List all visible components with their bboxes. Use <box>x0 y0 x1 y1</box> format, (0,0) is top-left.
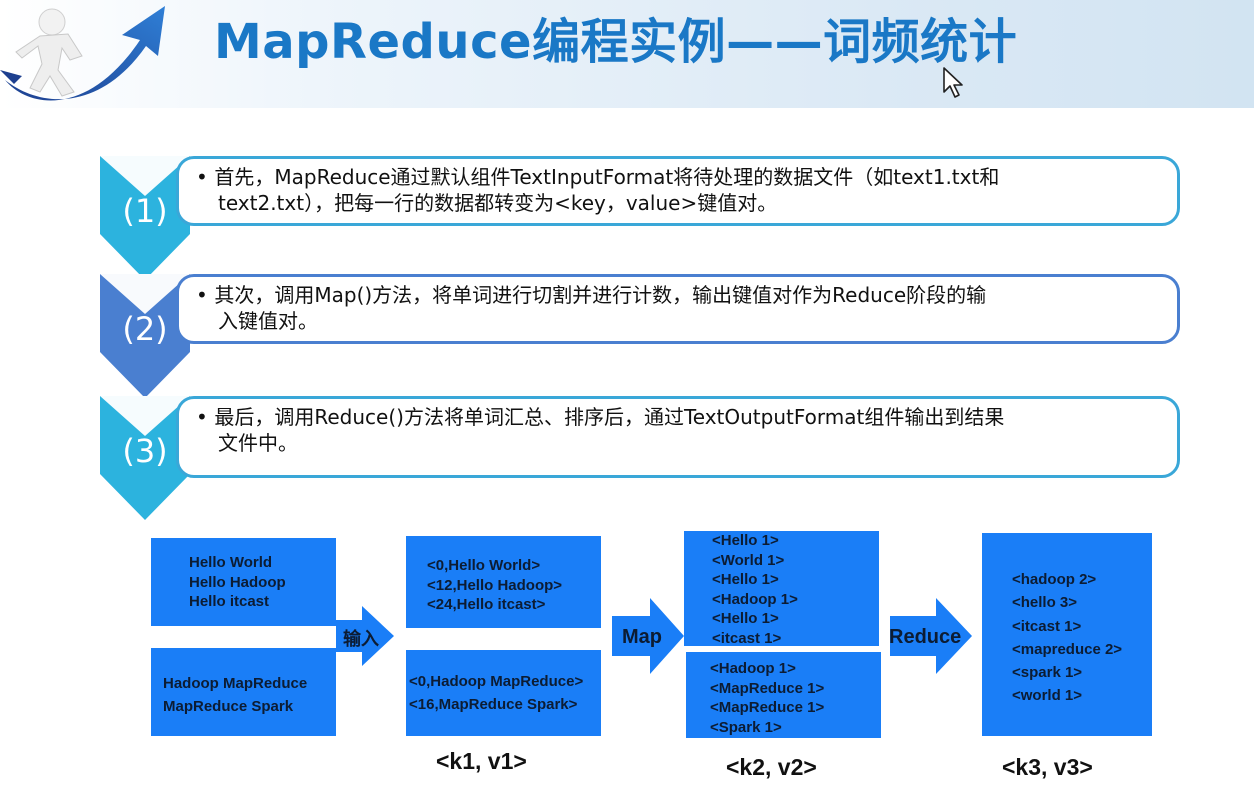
kv1-line: <0,Hadoop MapReduce> <box>409 673 584 690</box>
kv1-line: <12,Hello Hadoop> <box>427 576 563 594</box>
input-line: Hadoop MapReduce <box>163 675 308 692</box>
step-2: (2) • 其次，调用Map()方法，将单词进行切割并进行计数，输出键值对作为R… <box>100 274 1190 398</box>
step-3-box <box>176 396 1180 478</box>
input-box-text1: Hello World Hello Hadoop Hello itcast <box>151 538 336 626</box>
page-title: MapReduce编程实例——词频统计 <box>214 14 1018 70</box>
kv3-line: <hadoop 2> <box>1012 571 1097 588</box>
header-band <box>0 0 1254 108</box>
step-1-line-2: text2.txt），把每一行的数据都转变为<key，value>键值对。 <box>218 191 778 215</box>
kv3-line: <mapreduce 2> <box>1012 640 1123 658</box>
step-2-box <box>176 274 1180 344</box>
step-3-text: • 最后，调用Reduce()方法将单词汇总、排序后，通过TextOutputF… <box>196 405 1005 455</box>
map-arrow-label: Map <box>622 626 662 648</box>
kv2-box-bottom: <Hadoop 1> <MapReduce 1> <MapReduce 1> <… <box>686 652 881 738</box>
step-1-chevron <box>100 156 190 280</box>
kv3-line: <hello 3> <box>1012 594 1078 612</box>
kv1-line: <0,Hello World> <box>427 557 541 574</box>
kv1-box-bottom: <0,Hadoop MapReduce> <16,MapReduce Spark… <box>406 650 601 736</box>
kv1-box-top: <0,Hello World> <12,Hello Hadoop> <24,He… <box>406 536 601 628</box>
kv2-line: <Hadoop 1> <box>710 660 796 677</box>
kv1-line: <24,Hello itcast> <box>427 596 546 613</box>
input-arrow <box>336 606 394 666</box>
step-3-line-1: 最后，调用Reduce()方法将单词汇总、排序后，通过TextOutputFor… <box>214 405 1005 429</box>
kv3-line: <spark 1> <box>1012 664 1083 682</box>
kv2-line: <itcast 1> <box>712 629 782 647</box>
mouse-pointer-icon <box>943 67 963 98</box>
kv1-line: <16,MapReduce Spark> <box>409 696 578 713</box>
label-k3v3: <k3, v3> <box>1002 754 1093 780</box>
input-line: Hello itcast <box>189 593 270 610</box>
kv3-line: <itcast 1> <box>1012 617 1082 635</box>
step-2-text: • 其次，调用Map()方法，将单词进行切割并进行计数，输出键值对作为Reduc… <box>196 283 987 333</box>
input-line: Hello Hadoop <box>189 573 286 591</box>
kv2-line: <MapReduce 1> <box>710 679 825 697</box>
step-2-line-2: 入键值对。 <box>218 309 318 333</box>
kv2-line: <World 1> <box>712 551 785 569</box>
kv3-line: <world 1> <box>1012 687 1083 705</box>
step-1-line-1: 首先，MapReduce通过默认组件TextInputFormat将待处理的数据… <box>214 165 1000 189</box>
kv2-line: <Hello 1> <box>712 610 779 627</box>
step-3-chevron <box>100 396 190 520</box>
logo-figure-arrow-icon <box>0 6 165 101</box>
step-1-box <box>176 156 1180 226</box>
step-3-line-2: 文件中。 <box>218 431 298 455</box>
kv2-line: <Hello 1> <box>712 532 779 549</box>
step-3-number: (3) <box>122 432 168 470</box>
reduce-arrow-label: Reduce <box>889 626 962 648</box>
input-line: Hello World <box>189 554 273 571</box>
step-2-number: (2) <box>122 310 168 348</box>
kv2-line: <Hadoop 1> <box>712 590 798 608</box>
step-1: (1) • 首先，MapReduce通过默认组件TextInputFormat将… <box>100 156 1190 280</box>
reduce-arrow <box>890 598 972 674</box>
kv2-line: <Spark 1> <box>710 718 782 736</box>
step-2-chevron <box>100 274 190 398</box>
step-3: (3) • 最后，调用Reduce()方法将单词汇总、排序后，通过TextOut… <box>100 396 1190 520</box>
kv2-line: <MapReduce 1> <box>710 699 825 716</box>
label-k2v2: <k2, v2> <box>726 754 817 780</box>
step-2-line-1: 其次，调用Map()方法，将单词进行切割并进行计数，输出键值对作为Reduce阶… <box>214 283 987 307</box>
input-line: MapReduce Spark <box>163 698 294 715</box>
map-arrow <box>612 598 684 674</box>
input-arrow-label: 输入 <box>343 629 379 649</box>
input-box-text2: Hadoop MapReduce MapReduce Spark <box>151 648 336 736</box>
kv3-box: <hadoop 2> <hello 3> <itcast 1> <mapredu… <box>982 533 1152 736</box>
step-1-number: (1) <box>122 192 168 230</box>
kv2-box-top: <Hello 1> <World 1> <Hello 1> <Hadoop 1>… <box>684 531 879 647</box>
step-1-text: • 首先，MapReduce通过默认组件TextInputFormat将待处理的… <box>196 165 1000 215</box>
label-k1v1: <k1, v1> <box>436 748 527 774</box>
kv2-line: <Hello 1> <box>712 571 779 588</box>
